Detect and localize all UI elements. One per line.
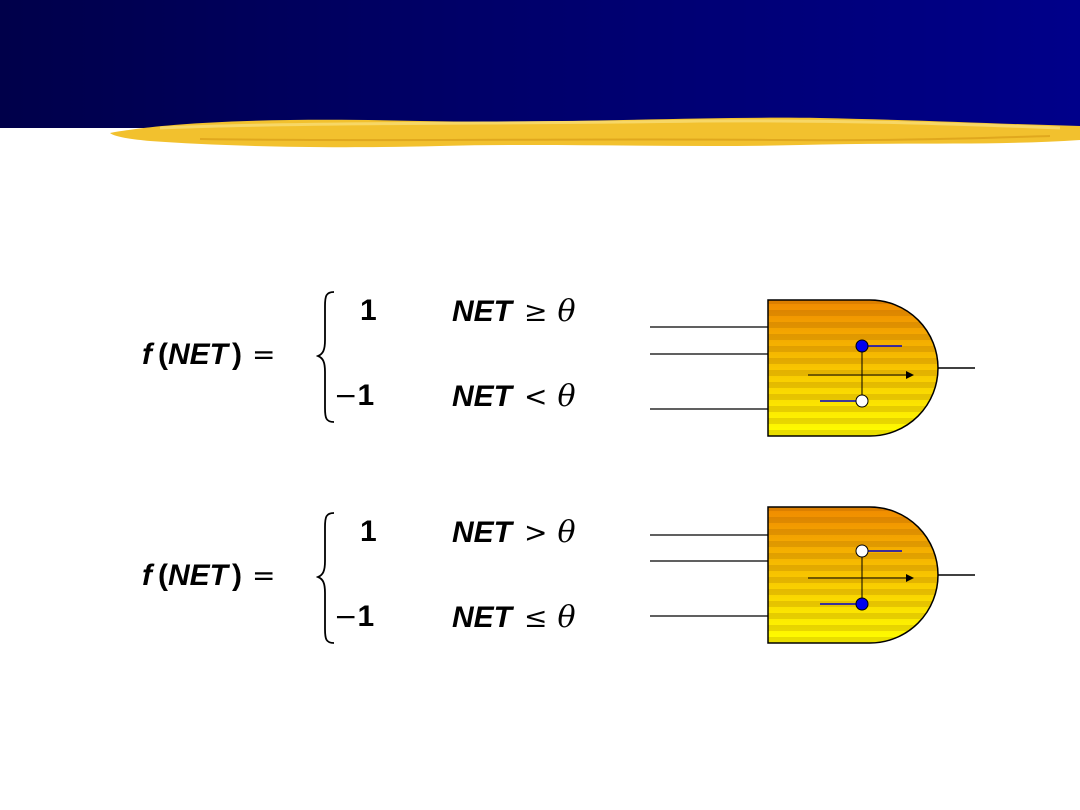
neuron-diagram-2 — [650, 506, 975, 644]
theta-symbol: θ — [557, 515, 576, 550]
hollow-node — [855, 544, 869, 558]
comparison-operator: < — [524, 380, 548, 413]
arrow-head-icon — [906, 371, 914, 379]
equals-sign: = — [252, 338, 276, 371]
comparison-operator: ≤ — [524, 601, 548, 634]
header-band — [0, 0, 1080, 148]
close-paren: ) — [232, 559, 242, 592]
theta-symbol: θ — [557, 379, 576, 414]
gate-stripes — [768, 507, 938, 643]
open-paren: ( — [158, 338, 168, 371]
comparison-operator: ≥ — [524, 295, 548, 328]
gate-stripes — [768, 300, 938, 436]
function-symbol: f — [142, 338, 152, 371]
net-label: NET — [452, 295, 512, 328]
value-digit: 1 — [357, 379, 375, 412]
formula-1: f(NET)= 1 NET≥θ −1 NET<θ — [130, 284, 610, 424]
brush-stroke-decoration — [110, 117, 1080, 148]
net-label: NET — [168, 338, 228, 371]
function-symbol: f — [142, 559, 152, 592]
case-value-positive: 1 — [360, 294, 377, 327]
left-brace — [316, 291, 335, 423]
case-condition-negative: NET ≤ θ — [452, 600, 576, 635]
comparison-operator: > — [524, 516, 548, 549]
neuron-diagram-1 — [650, 299, 975, 437]
case-value-negative: −1 — [334, 379, 374, 413]
minus-sign: − — [334, 379, 358, 412]
case-value-negative: −1 — [334, 600, 374, 634]
theta-symbol: θ — [557, 294, 576, 329]
formula-2: f(NET)= 1 NET>θ −1 NET≤θ — [130, 505, 610, 645]
hollow-node — [855, 394, 869, 408]
net-label: NET — [168, 559, 228, 592]
theta-symbol: θ — [557, 600, 576, 635]
minus-sign: − — [334, 600, 358, 633]
filled-node — [855, 597, 869, 611]
case-value-positive: 1 — [360, 515, 377, 548]
net-label: NET — [452, 516, 512, 549]
equals-sign: = — [252, 559, 276, 592]
case-condition-negative: NET < θ — [452, 379, 576, 414]
formula-lhs: f(NET) = — [142, 559, 275, 593]
left-brace — [316, 512, 335, 644]
case-condition-positive: NET > θ — [452, 515, 576, 550]
gate-outline — [767, 299, 939, 437]
filled-node — [855, 339, 869, 353]
close-paren: ) — [232, 338, 242, 371]
arrow-head-icon — [906, 574, 914, 582]
formula-lhs: f(NET) = — [142, 338, 275, 372]
net-label: NET — [452, 380, 512, 413]
case-condition-positive: NET ≥ θ — [452, 294, 576, 329]
value-digit: 1 — [357, 600, 375, 633]
net-label: NET — [452, 601, 512, 634]
header-gradient — [0, 0, 1080, 128]
gate-outline — [767, 506, 939, 644]
open-paren: ( — [158, 559, 168, 592]
